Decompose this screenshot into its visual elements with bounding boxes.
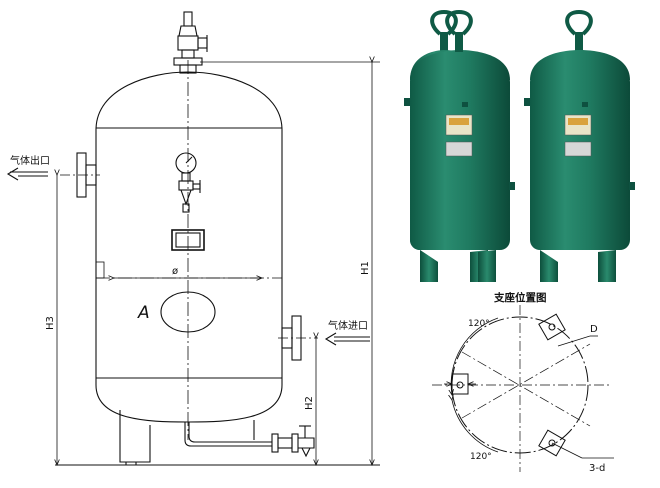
gas-outlet-nozzle [60, 152, 100, 198]
bolt-label: 3-d [589, 463, 605, 474]
vessel-shell [95, 71, 283, 423]
manhole [160, 291, 216, 333]
tank-photo-left-body [410, 72, 510, 250]
support-diagram-title: 支座位置图 [493, 291, 547, 304]
tank-photo-left-head [410, 50, 510, 80]
support-pad-top [538, 313, 566, 341]
tank-photo-right [524, 9, 635, 282]
drain-pipe [184, 422, 315, 458]
diameter-label: ø [172, 266, 178, 277]
h1-label: H1 [360, 261, 371, 275]
nameplate [171, 229, 205, 251]
manhole-label: A [137, 303, 150, 323]
gas-outlet-label: 气体出口 [10, 154, 50, 167]
tank-engineering-drawing [6, 11, 380, 465]
support-legs [119, 410, 255, 465]
support-position-diagram [432, 305, 614, 472]
angle-bottom-label: 120° [470, 452, 492, 462]
support-pad-bottom [538, 429, 566, 457]
dim-d-label: D [590, 324, 598, 335]
gas-inlet-nozzle [278, 315, 318, 361]
h3-label: H3 [45, 316, 56, 330]
gas-inlet-label: 气体进口 [328, 319, 368, 332]
h2-label: H2 [304, 396, 315, 410]
pressure-gauge [175, 152, 201, 213]
safety-valve [173, 11, 208, 74]
support-pad-left [451, 373, 469, 395]
angle-top-label: 120° [468, 319, 490, 329]
